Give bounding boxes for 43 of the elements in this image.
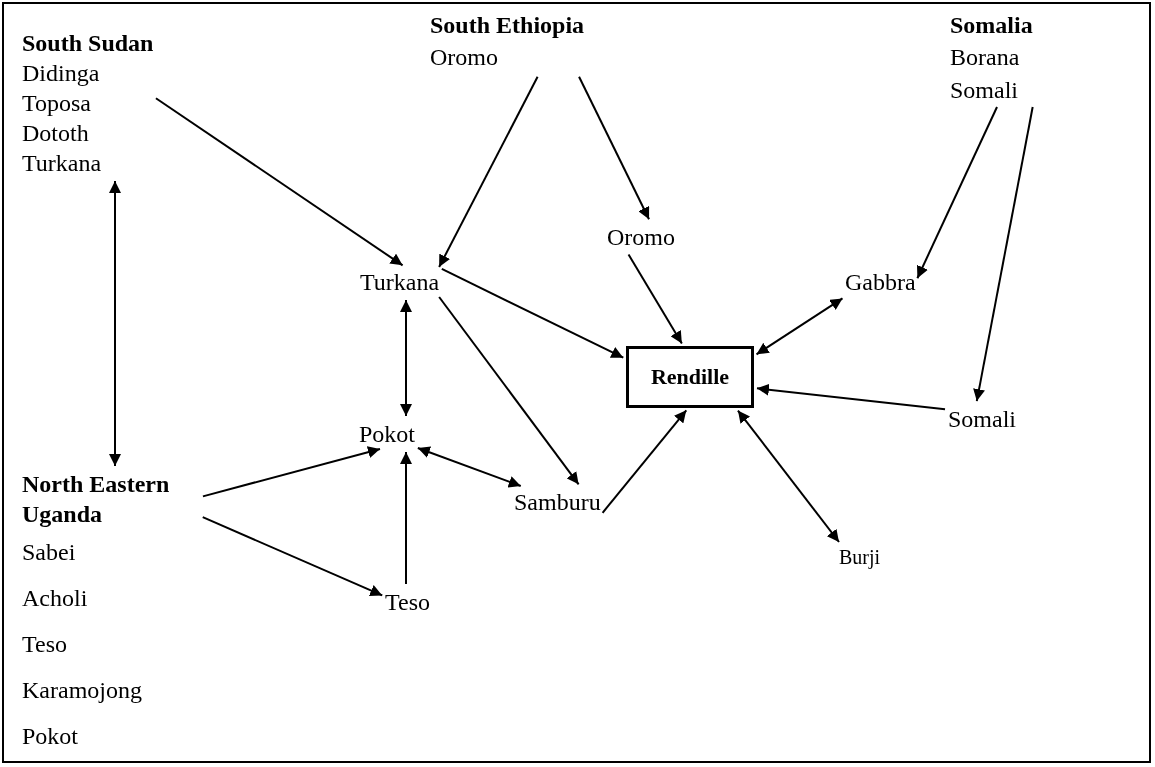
- arrow: [438, 296, 580, 486]
- arrow: [578, 75, 650, 221]
- group-label: Teso: [385, 587, 430, 617]
- arrow: [440, 267, 625, 359]
- region-heading: North Eastern Uganda: [22, 470, 171, 529]
- group-name: Didinga: [22, 59, 100, 88]
- group-name: Turkana: [22, 149, 102, 178]
- region-heading: South Sudan: [22, 29, 154, 58]
- region-heading: South Ethiopia: [430, 11, 585, 40]
- region-heading: Somalia: [950, 11, 1033, 40]
- arrow: [627, 253, 683, 345]
- arrow: [201, 446, 381, 498]
- double-arrow: [736, 409, 840, 543]
- arrow: [601, 409, 688, 514]
- arrow: [438, 75, 539, 268]
- group-label: Turkana: [360, 267, 440, 297]
- group-label: Burji: [839, 542, 881, 572]
- group-label: Gabbra: [845, 267, 916, 297]
- group-name: Dototh: [22, 119, 89, 148]
- group-name: Teso: [22, 630, 67, 659]
- arrow: [201, 516, 384, 597]
- group-name: Somali: [950, 76, 1018, 105]
- group-name: Acholi: [22, 584, 88, 613]
- group-label: Oromo: [607, 222, 675, 252]
- group-label: Somali: [948, 404, 1016, 434]
- double-arrow: [400, 299, 412, 417]
- group-name: Borana: [950, 43, 1020, 72]
- group-name: Toposa: [22, 89, 91, 118]
- central-box: Rendille: [626, 346, 754, 408]
- group-label: Pokot: [359, 419, 415, 449]
- group-name: Karamojong: [22, 676, 142, 705]
- arrow: [973, 106, 1034, 403]
- arrow: [154, 97, 404, 267]
- group-label: Samburu: [514, 487, 601, 517]
- arrow: [916, 106, 998, 280]
- double-arrow: [755, 297, 844, 356]
- group-name: Pokot: [22, 722, 78, 751]
- arrow: [400, 451, 412, 585]
- group-name: Sabei: [22, 538, 76, 567]
- double-arrow: [109, 180, 121, 467]
- double-arrow: [416, 446, 522, 488]
- arrow: [756, 383, 946, 411]
- group-name: Oromo: [430, 43, 498, 72]
